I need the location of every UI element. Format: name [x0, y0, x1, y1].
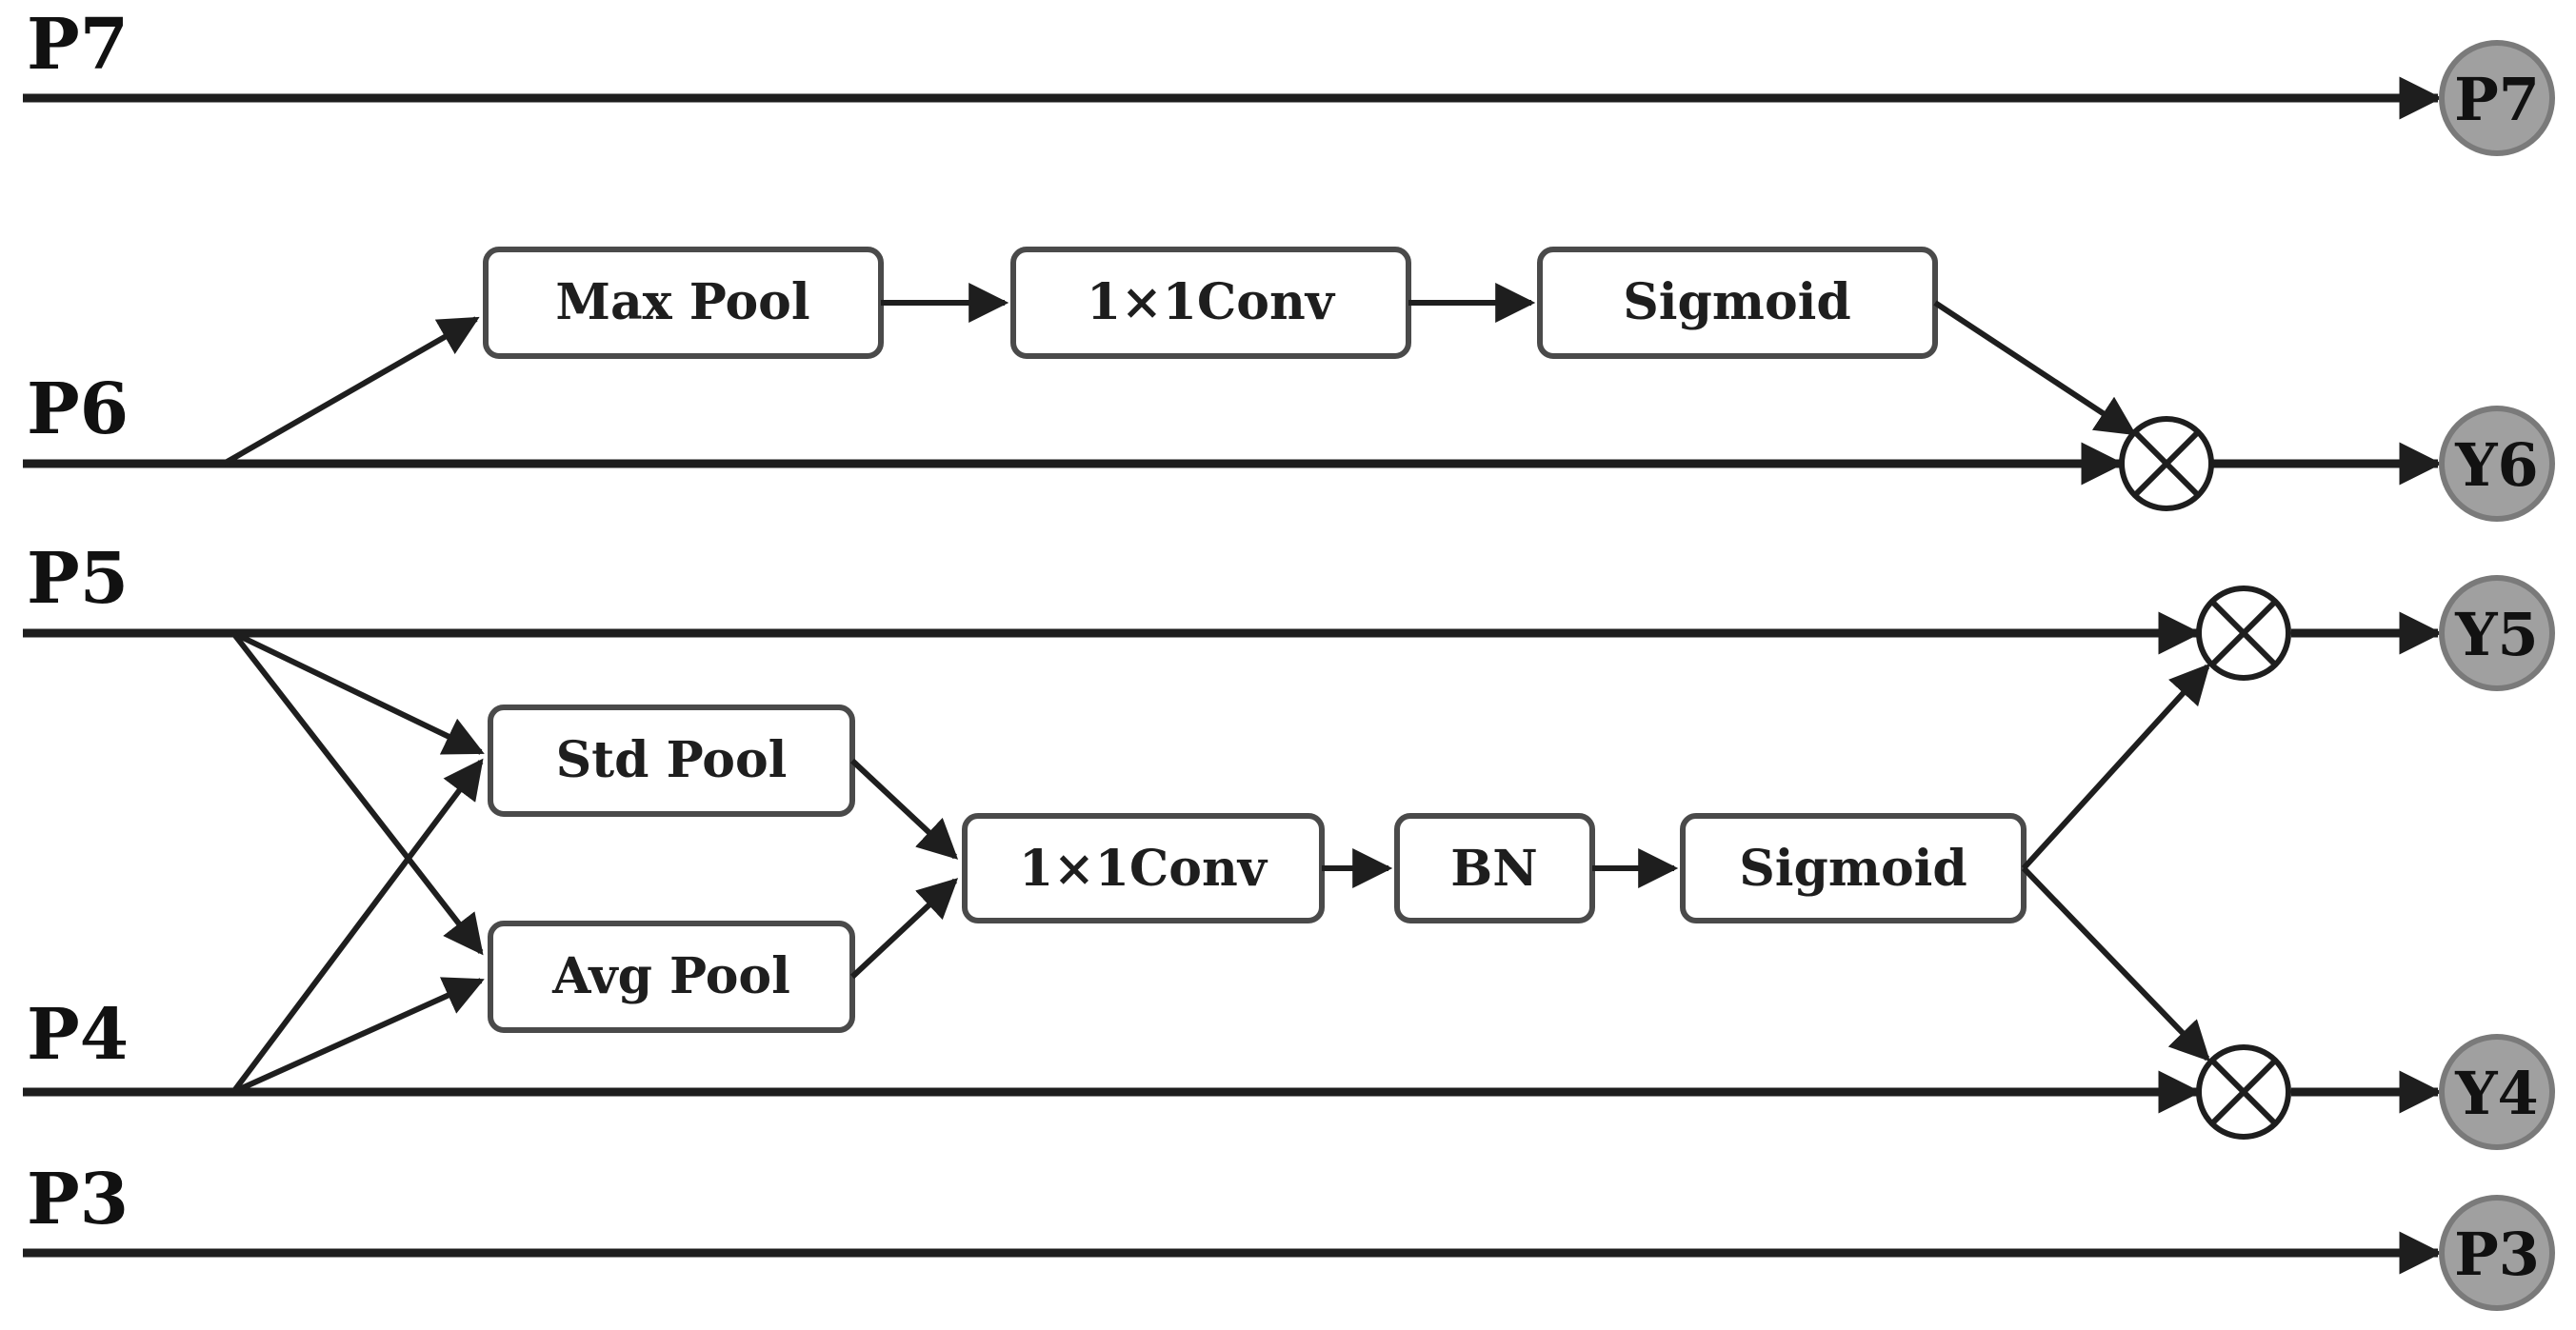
- label-p5: P5: [27, 538, 129, 620]
- sigmoid-label-bottom: Sigmoid: [1739, 840, 1967, 898]
- label-p4: P4: [27, 994, 129, 1076]
- output-node-y6: Y6: [2439, 406, 2555, 522]
- arrow-p5-to-stdpool: [231, 630, 485, 755]
- multiply-y5-icon: [2196, 586, 2291, 681]
- arrow-p4-to-avgpool: [231, 977, 485, 1095]
- conv-label-top: 1×1Conv: [1087, 273, 1336, 331]
- output-label-y4: Y4: [2454, 1059, 2538, 1128]
- output-node-p7: P7: [2439, 40, 2555, 156]
- conv-label-bottom: 1×1Conv: [1019, 840, 1268, 898]
- arrow-avgpool-to-conv: [849, 878, 959, 980]
- output-node-p3: P3: [2439, 1195, 2555, 1311]
- output-label-p3: P3: [2454, 1220, 2540, 1289]
- avg-pool-label: Avg Pool: [551, 947, 790, 1005]
- label-p7: P7: [27, 4, 129, 86]
- multiply-y6-icon: [2119, 416, 2214, 511]
- std-pool-label: Std Pool: [556, 731, 788, 789]
- output-label-y6: Y6: [2454, 430, 2538, 500]
- arrow-sigmoid-to-mult-y5: [2021, 663, 2210, 871]
- arrow-p5-to-avgpool: [230, 631, 484, 956]
- max-pool-label: Max Pool: [555, 273, 809, 331]
- multiply-y4-icon: [2196, 1044, 2291, 1140]
- output-label-p7: P7: [2454, 65, 2540, 134]
- arrow-sigmoid-to-mult-y4: [2021, 865, 2210, 1062]
- output-label-y5: Y5: [2454, 600, 2538, 669]
- label-p6: P6: [27, 368, 129, 450]
- bn-label: BN: [1450, 840, 1537, 898]
- output-node-y4: Y4: [2439, 1034, 2555, 1150]
- arrow-p6-to-maxpool: [222, 316, 480, 466]
- sigmoid-label-top: Sigmoid: [1623, 273, 1850, 331]
- output-node-y5: Y5: [2439, 575, 2555, 691]
- arrow-stdpool-to-conv: [849, 758, 959, 860]
- label-p3: P3: [27, 1159, 129, 1241]
- arrow-sigmoid-to-mult-y6: [1933, 300, 2137, 436]
- arrow-p4-to-stdpool: [230, 758, 484, 1094]
